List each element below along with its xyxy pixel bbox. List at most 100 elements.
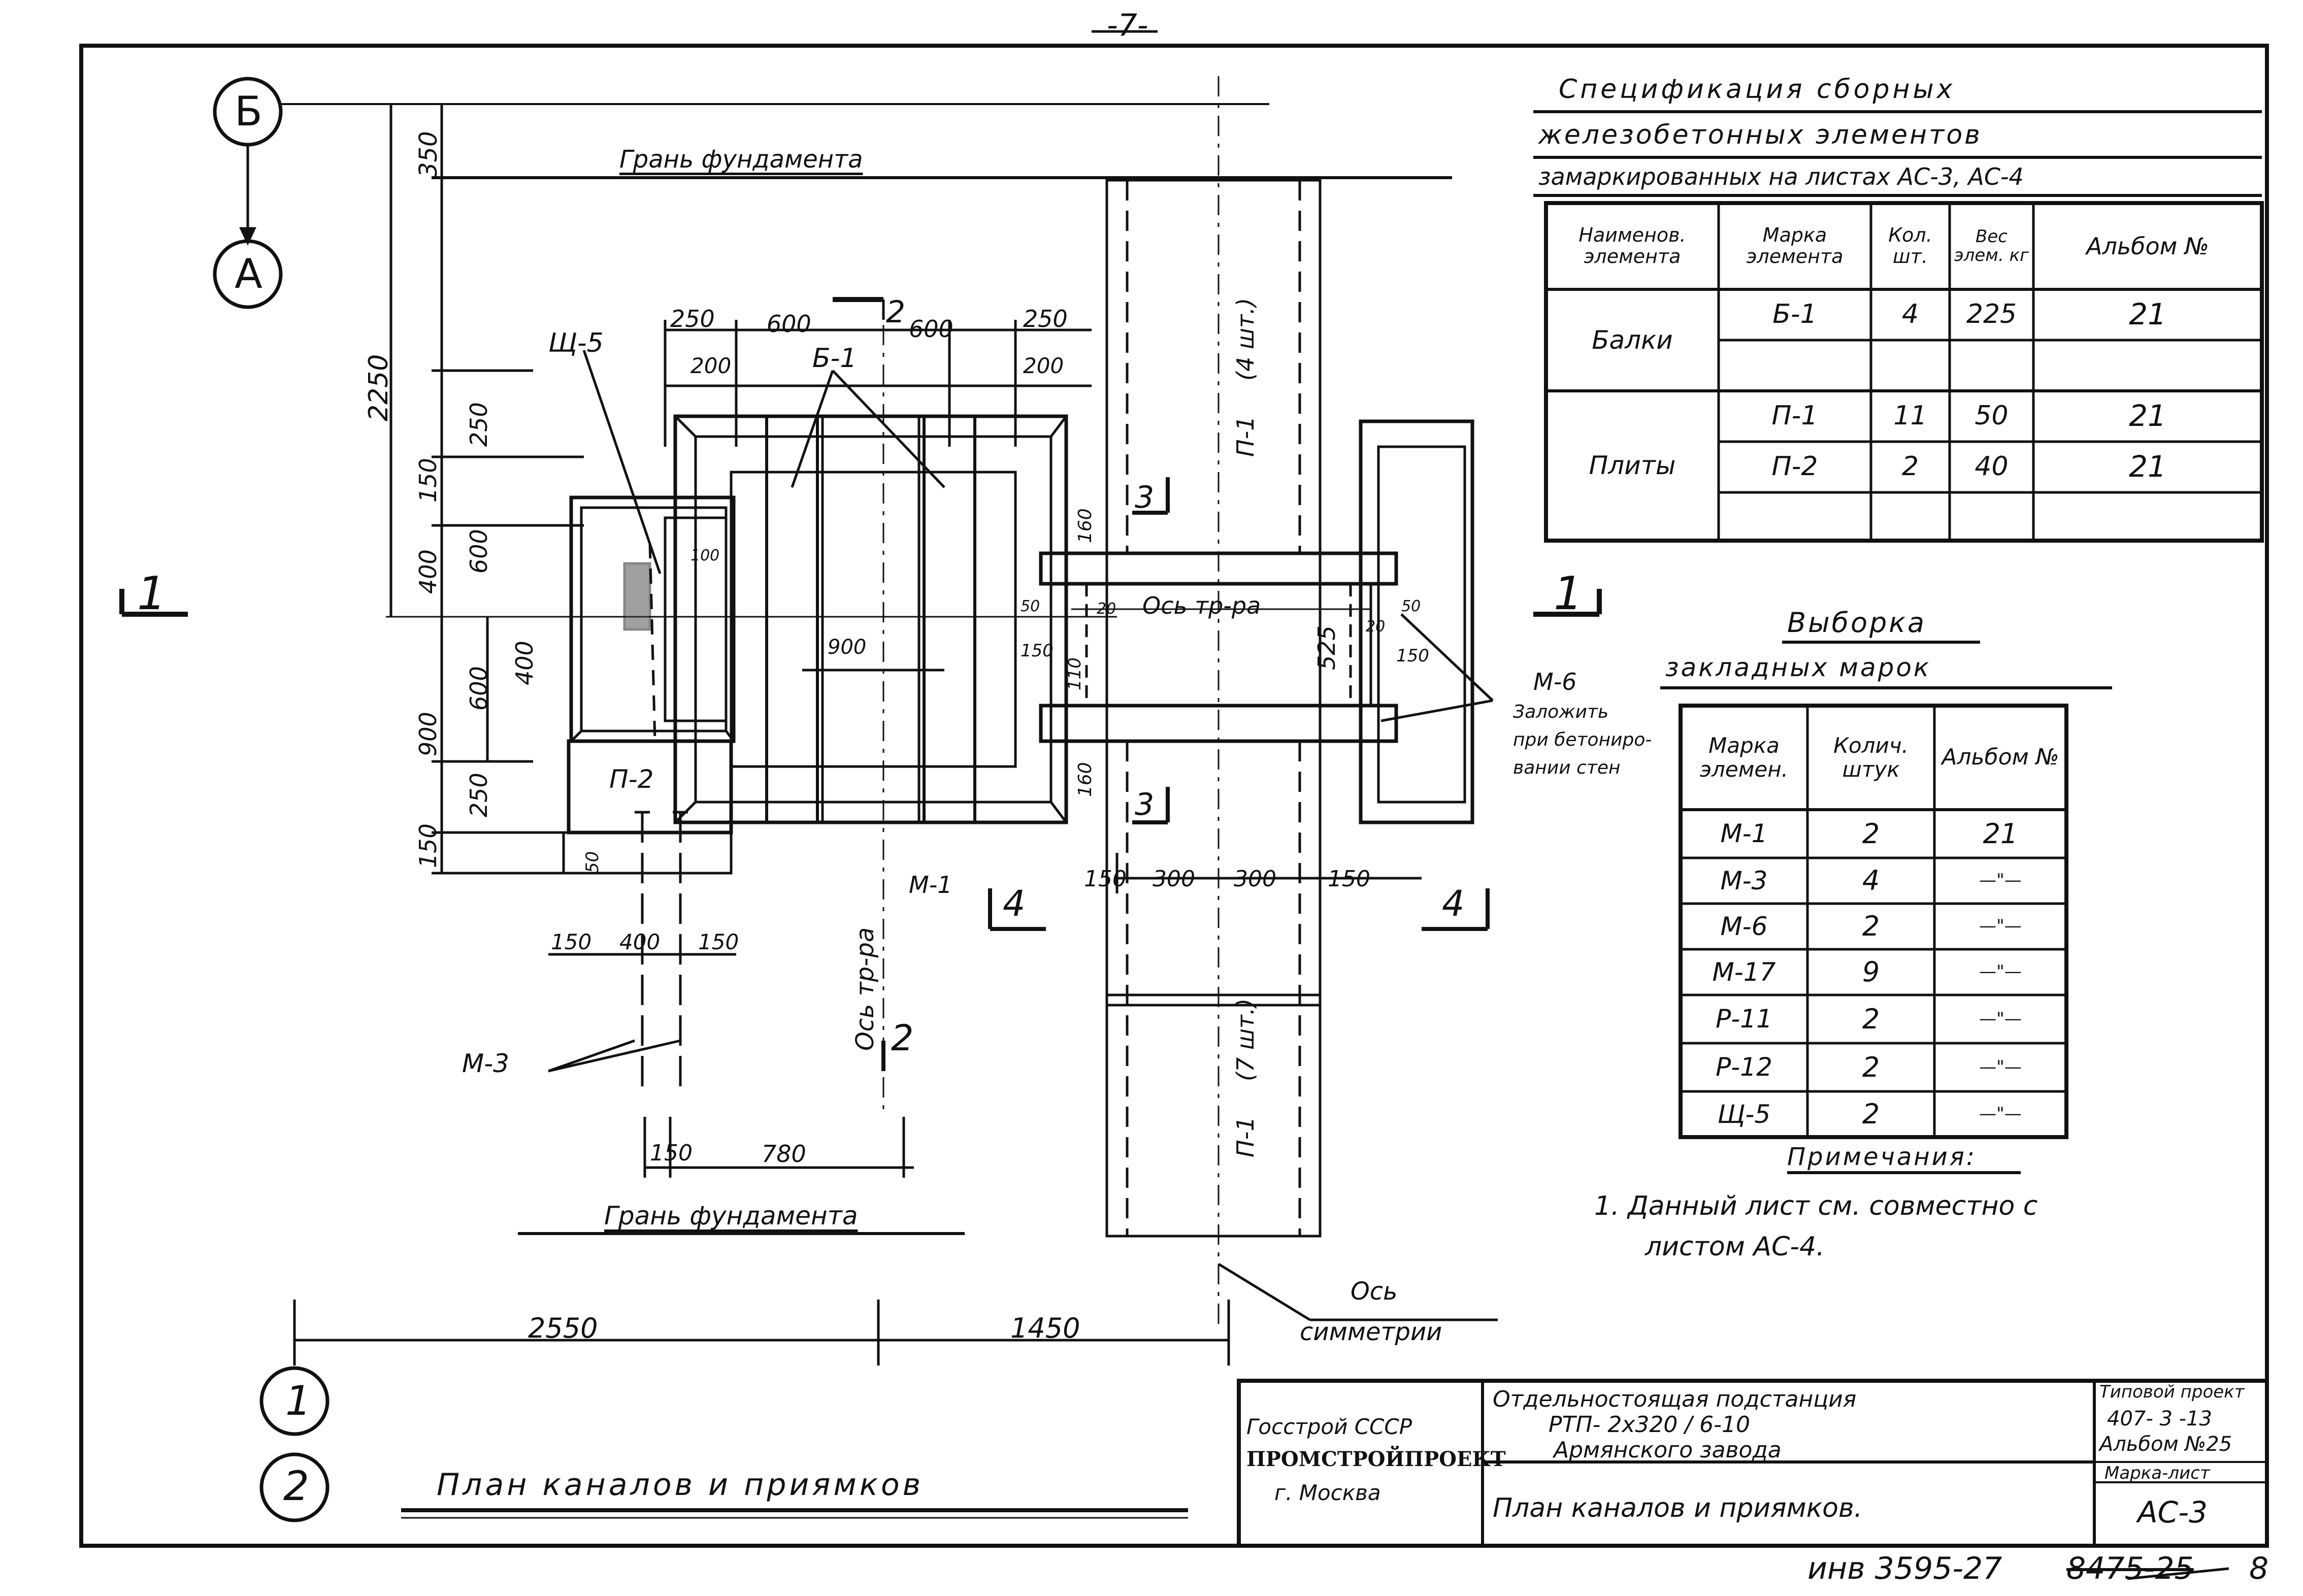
spec-cell: Б-1 — [1772, 299, 1817, 330]
dim-1450: 1450 — [1010, 1312, 1080, 1344]
label-shch5: Щ-5 — [548, 328, 604, 358]
label-axis-tr: Ось тр-ра — [1142, 592, 1261, 619]
vyborka-cell: М-1 — [1720, 819, 1768, 848]
dim-ch-300b: 300 — [1234, 866, 1276, 892]
spec-header-album: Альбом № — [2086, 232, 2209, 260]
dim-20: 20 — [1097, 600, 1116, 618]
vyborka-cell: 2 — [1862, 910, 1880, 943]
stamp-project-2: РТП- 2х320 / 6-10 — [1549, 1412, 1751, 1438]
dim-900h: 900 — [828, 636, 867, 659]
stamp-sheet-code: АС-3 — [2137, 1495, 2208, 1530]
vyborka-header-qty: Колич. штук — [1833, 733, 1909, 782]
dim-top-200b: 200 — [1023, 353, 1064, 378]
sheet-border — [79, 44, 2269, 1548]
dim-350: 350 — [414, 131, 443, 178]
stamp-typical-1: Типовой проект — [2099, 1382, 2245, 1402]
grille-mesh — [623, 562, 651, 631]
vyborka-cell: —"— — [1979, 1104, 2022, 1124]
note-zalozhit: Заложить — [1513, 702, 1609, 722]
spec-row-beams-name: Балки — [1592, 325, 1673, 355]
dim-600a: 600 — [465, 529, 492, 574]
label-p2: П-2 — [609, 764, 654, 794]
dim-50: 50 — [1021, 597, 1040, 615]
sheet-main-title: План каналов и приямков — [437, 1467, 924, 1503]
spec-header-mark: Марка элемента — [1746, 224, 1844, 268]
vyborka-cell: 9 — [1862, 956, 1880, 988]
spec-title-2: железобетонных элементов — [1538, 120, 1982, 150]
label-axis-sym-1: Ось — [1351, 1277, 1398, 1306]
dim-p2-150b: 150 — [698, 929, 739, 954]
dim-150b: 150 — [414, 823, 442, 868]
dim-900: 900 — [414, 712, 442, 756]
dim-2250: 2250 — [364, 354, 394, 421]
vyborka-cell: 4 — [1862, 864, 1880, 897]
dim-p2-150a: 150 — [551, 929, 592, 954]
section-2-bottom: 2 — [891, 1017, 914, 1059]
spec-cell: П-2 — [1771, 451, 1818, 482]
section-3-bottom: 3 — [1135, 787, 1155, 822]
stamp-sheet-title: План каналов и приямков. — [1493, 1493, 1863, 1523]
page-number: -7- — [1107, 8, 1148, 43]
vyborka-title-1: Выборка — [1787, 607, 1927, 639]
dim-l-780: 780 — [762, 1140, 806, 1168]
label-p1-top: П-1 — [1232, 416, 1259, 457]
dim-250b: 250 — [465, 773, 492, 817]
spec-header-weight: Вес элем. кг — [1954, 226, 2029, 265]
vyborka-cell: М-3 — [1720, 866, 1768, 895]
dim-100: 100 — [690, 547, 720, 564]
vyborka-cell: 2 — [1862, 817, 1880, 850]
dim-150d: 150 — [1396, 646, 1429, 666]
beam-b1-left — [765, 415, 819, 824]
dim-160b: 160 — [1075, 762, 1096, 797]
dim-ch-150a: 150 — [1084, 866, 1127, 892]
section-3-top: 3 — [1135, 480, 1155, 515]
vyborka-cell: Щ-5 — [1717, 1099, 1771, 1129]
note-betonir: при бетониро- — [1513, 729, 1652, 750]
label-b1: Б-1 — [812, 343, 857, 374]
axis-1-label: 1 — [285, 1377, 311, 1424]
dim-2550: 2550 — [528, 1312, 598, 1344]
dim-20b: 20 — [1366, 618, 1386, 636]
stamp-project-1: Отдельностоящая подстанция — [1493, 1386, 1857, 1412]
axis-1-bubble — [259, 1366, 330, 1436]
inventory-crossed: 8475-25 — [2066, 1551, 2194, 1586]
vyborka-header-mark: Марка элемен. — [1699, 733, 1789, 782]
spec-header-name: Наименов. элемента — [1578, 224, 1686, 268]
dim-110: 110 — [1065, 657, 1085, 690]
axis-a-label: А — [235, 250, 262, 297]
inventory-number: инв 3595-27 — [1807, 1551, 2002, 1586]
vyborka-cell: —"— — [1979, 1008, 2022, 1029]
label-p1-bottom: П-1 — [1232, 1116, 1259, 1157]
stamp-mark-sheet: Марка-лист — [2104, 1463, 2210, 1483]
dim-l-150: 150 — [650, 1140, 693, 1166]
beam-b1-right — [923, 415, 976, 824]
stamp-org-3: г. Москва — [1274, 1480, 1381, 1505]
spec-cell: П-1 — [1771, 401, 1818, 431]
section-1-left: 1 — [137, 567, 167, 620]
label-m3: М-3 — [462, 1049, 509, 1078]
dim-ch-300a: 300 — [1153, 866, 1195, 892]
spec-cell: 225 — [1966, 299, 2017, 330]
label-p1-bottom-qty: (7 шт.) — [1232, 998, 1259, 1081]
vyborka-cell: —"— — [1979, 1056, 2022, 1077]
label-axis-tr-vertical: Ось тр-ра — [851, 927, 879, 1051]
spec-cell: 2 — [1901, 451, 1919, 482]
dim-400a: 400 — [414, 549, 442, 594]
vyborka-cell: 21 — [1983, 817, 2018, 850]
dim-50b: 50 — [1401, 597, 1421, 615]
spec-cell: 4 — [1901, 299, 1919, 330]
spec-cell: 21 — [2129, 449, 2166, 484]
dim-160a: 160 — [1075, 508, 1096, 543]
label-p1-top-qty: (4 шт.) — [1232, 297, 1259, 381]
stamp-typical-2: 407- 3 -13 — [2107, 1407, 2212, 1431]
dim-top-250a: 250 — [670, 305, 715, 332]
dim-top-250b: 250 — [1023, 305, 1068, 332]
stamp-org-1: Госстрой СССР — [1246, 1414, 1412, 1439]
section-2-top: 2 — [886, 294, 906, 330]
spec-cell: 11 — [1893, 401, 1927, 431]
vyborka-title-2: закладных марок — [1665, 653, 1931, 682]
vyborka-cell: —"— — [1979, 961, 2022, 982]
vyborka-cell: Р-11 — [1716, 1004, 1772, 1034]
dim-150c: 150 — [1021, 641, 1054, 661]
section-4-left: 4 — [1003, 883, 1026, 924]
